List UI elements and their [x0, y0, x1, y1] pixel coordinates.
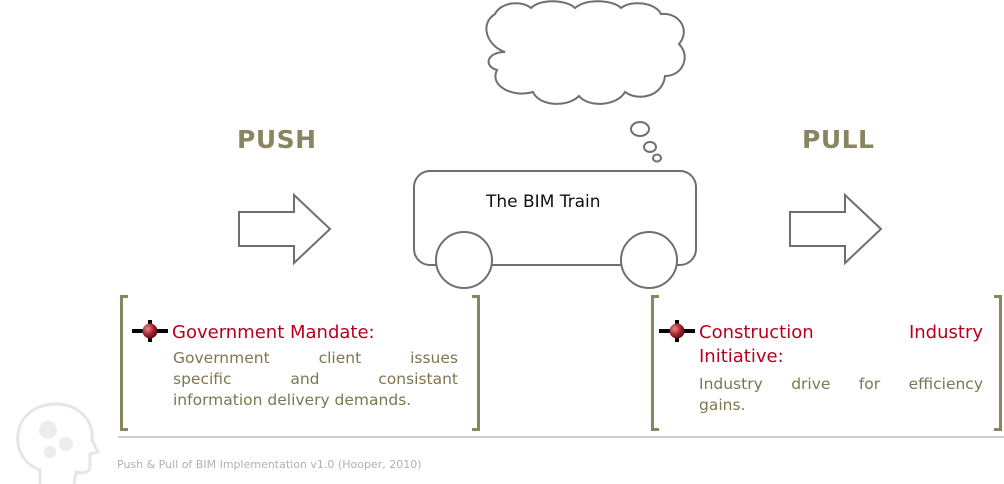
industry-title-line-1: Construction Industry: [699, 322, 983, 343]
footer-caption: Push & Pull of BIM Implementation v1.0 (…: [117, 458, 422, 471]
arrow-right-icon: [238, 192, 332, 266]
government-bracket-right: [472, 295, 480, 431]
industry-title-line-2: Initiative:: [699, 346, 784, 367]
bullet-pin-icon: [659, 320, 695, 342]
government-line-1: Government client issues: [173, 349, 458, 367]
footer-divider: [118, 436, 1004, 438]
industry-body-line-2: gains.: [699, 396, 746, 414]
government-line-3: information delivery demands.: [173, 391, 412, 409]
bim-train-shape: [413, 170, 697, 289]
arrow-right-icon: [789, 192, 883, 266]
bullet-pin-icon: [132, 320, 168, 342]
industry-bracket-left: [651, 295, 659, 431]
thought-cloud-icon: [485, 0, 686, 163]
pull-label: PULL: [802, 125, 875, 154]
push-label: PUSH: [237, 125, 317, 154]
industry-body-line-1: Industry drive for efficiency: [699, 375, 983, 393]
government-title: Government Mandate:: [172, 322, 375, 343]
train-label: The BIM Train: [486, 192, 601, 212]
industry-bracket-right: [994, 295, 1002, 431]
government-bracket-left: [120, 295, 128, 431]
head-gears-icon: [16, 402, 101, 484]
government-line-2: specific and consistant: [173, 370, 458, 388]
